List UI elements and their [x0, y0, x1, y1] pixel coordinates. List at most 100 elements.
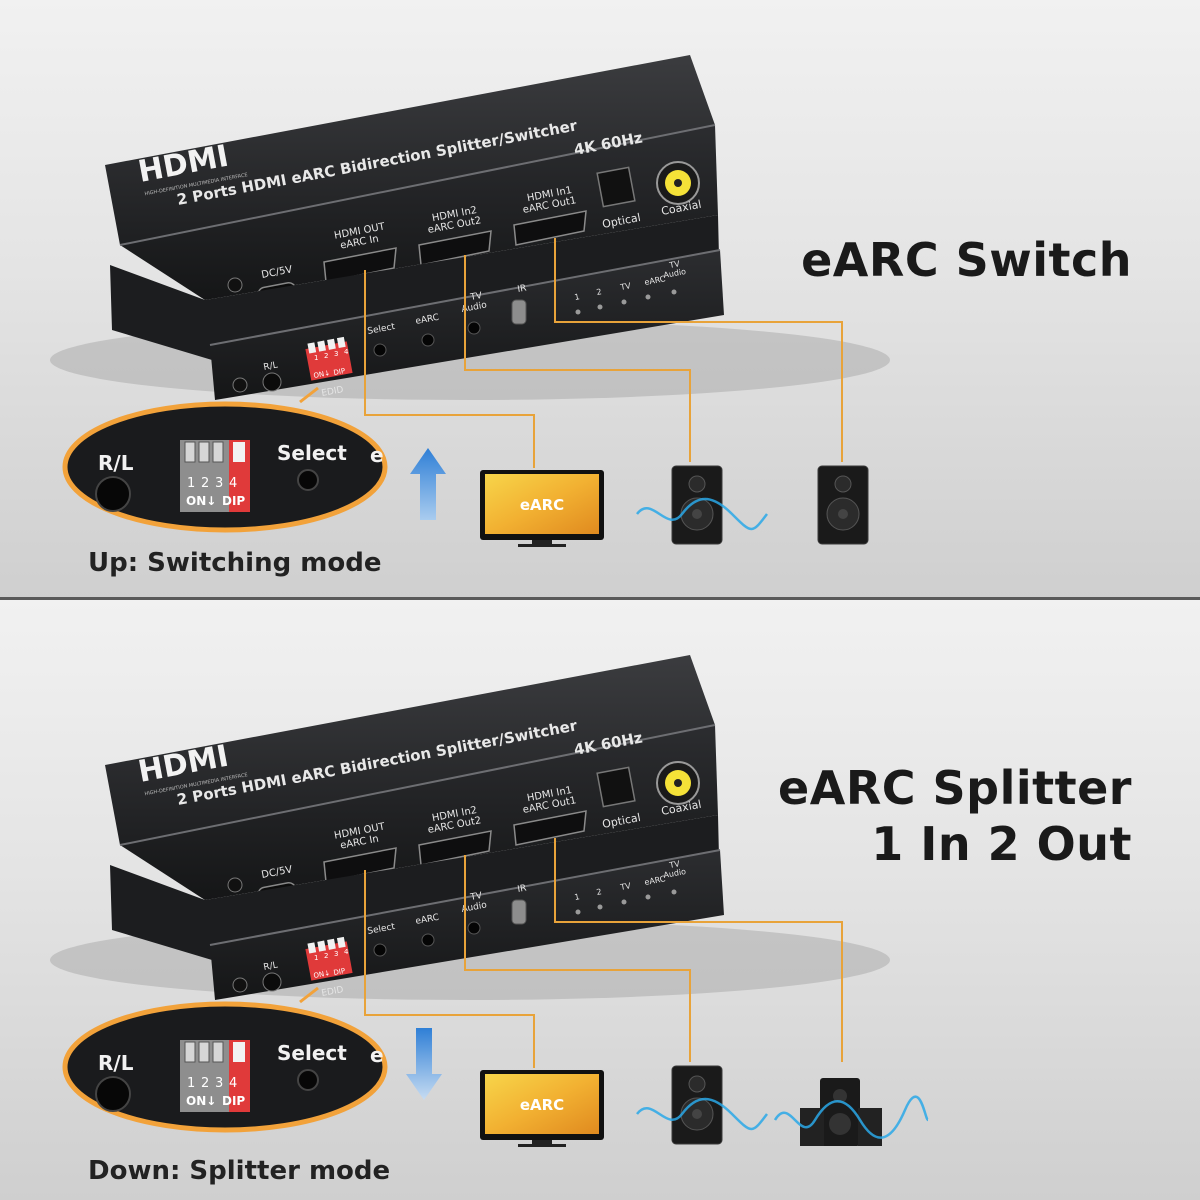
tv-base — [518, 1144, 566, 1147]
mode-caption: Up: Switching mode — [88, 548, 382, 578]
dip-toggle — [336, 336, 346, 348]
device-edge — [119, 124, 716, 246]
dip-on-label: ON↓ — [313, 369, 331, 380]
arrow-up-icon — [410, 448, 446, 520]
screw — [232, 377, 248, 393]
dip-toggle — [327, 338, 336, 350]
status-led — [645, 294, 651, 300]
button-shape — [373, 343, 387, 357]
status-led — [575, 309, 581, 315]
zoom-dip-number: 1 — [187, 1076, 195, 1091]
zoom-select-label: Select — [277, 441, 347, 465]
hdmi-port-shape — [513, 810, 587, 846]
led-label: TV — [668, 859, 681, 870]
screw — [227, 877, 243, 893]
rl-jack — [262, 372, 282, 392]
speaker-dustcap — [692, 1109, 702, 1119]
zoom-dip-number: 4 — [229, 476, 237, 491]
dip-number: 1 — [314, 354, 318, 362]
zoom-rl-label: R/L — [98, 1051, 134, 1075]
tv-stand — [532, 1140, 552, 1145]
edid-label: EDID — [321, 985, 345, 999]
led-label: eARC — [644, 874, 667, 887]
ir-receiver: IR — [511, 883, 527, 925]
led-label: TV — [619, 281, 632, 292]
dip-on-label: ON↓ — [313, 969, 331, 980]
dip-toggle — [307, 342, 317, 354]
zoom-dip-number: 2 — [201, 476, 209, 491]
led-label: 1 — [574, 292, 581, 302]
zoom-dip-toggle — [184, 441, 196, 463]
mode-caption: Down: Splitter mode — [88, 1156, 391, 1186]
led-label: 2 — [596, 887, 603, 897]
zoom-dip-toggle — [212, 1041, 224, 1063]
coaxial-port: Coaxial — [656, 761, 702, 818]
led-label: eARC — [644, 274, 667, 287]
zoom-dip-number: 3 — [215, 476, 223, 491]
connection-line — [364, 270, 535, 468]
title-line: 1 In 2 Out — [871, 817, 1132, 871]
dip-number: 2 — [324, 352, 328, 360]
button-label: TV — [469, 891, 484, 903]
status-led — [575, 909, 581, 915]
zoom-dip-on: ON↓ — [186, 1094, 216, 1108]
screw — [232, 977, 248, 993]
lower-top-face — [110, 815, 720, 960]
lower-top-face — [110, 215, 720, 360]
speaker-dustcap — [838, 509, 848, 519]
dip-number: 2 — [324, 952, 328, 960]
port-label: R/L — [263, 360, 279, 372]
tower-driver — [833, 1089, 847, 1103]
speaker-tweeter — [688, 475, 706, 493]
zoom-rl-jack — [95, 476, 131, 512]
satellite-speaker — [858, 1108, 882, 1146]
hdmi-port-shape — [323, 247, 397, 283]
speaker-icon — [636, 1065, 768, 1145]
coaxial-pin — [674, 179, 682, 187]
button-shape — [467, 321, 481, 335]
connection-line — [554, 238, 843, 462]
status-led — [671, 889, 677, 895]
tower-driver — [829, 1113, 851, 1135]
button-shape — [421, 933, 435, 947]
coaxial-port: Coaxial — [656, 161, 702, 218]
device-top-face — [105, 55, 715, 245]
dip-number: 3 — [334, 350, 338, 358]
zoom-dip-toggle — [184, 1041, 196, 1063]
status-led — [597, 304, 603, 310]
connection-line — [464, 855, 691, 1062]
dip-number: 3 — [334, 950, 338, 958]
zoom-dip-dip: DIP — [222, 494, 245, 508]
zoom-partial-label: e — [370, 1043, 384, 1067]
connection-line — [464, 255, 691, 462]
dip-toggle — [317, 340, 326, 352]
title-line: eARC Switch — [801, 233, 1132, 287]
dip-dip-label: DIP — [333, 967, 346, 977]
ir-window — [511, 299, 527, 325]
button-label: eARC — [415, 913, 440, 927]
button-shape — [467, 921, 481, 935]
sound-wave — [636, 1097, 768, 1131]
dip-body — [305, 941, 353, 981]
status-led — [645, 894, 651, 900]
sound-wave — [636, 497, 768, 531]
button-shape — [373, 943, 387, 957]
led-label: 1 — [574, 892, 581, 902]
speaker-dustcap — [692, 509, 702, 519]
tv-base — [518, 544, 566, 547]
device-top-face — [105, 655, 715, 845]
device-front-face — [120, 725, 718, 900]
zoom-dip-dip: DIP — [222, 1094, 245, 1108]
zoom-dip-toggle — [212, 441, 224, 463]
speaker-tweeter — [688, 1075, 706, 1093]
zoom-dip-number: 2 — [201, 1076, 209, 1091]
zoom-dip-number: 3 — [215, 1076, 223, 1091]
tv-screen — [485, 1074, 599, 1134]
device-front-face — [120, 125, 718, 300]
zoom-pointer — [299, 986, 319, 1004]
button-shape — [421, 333, 435, 347]
